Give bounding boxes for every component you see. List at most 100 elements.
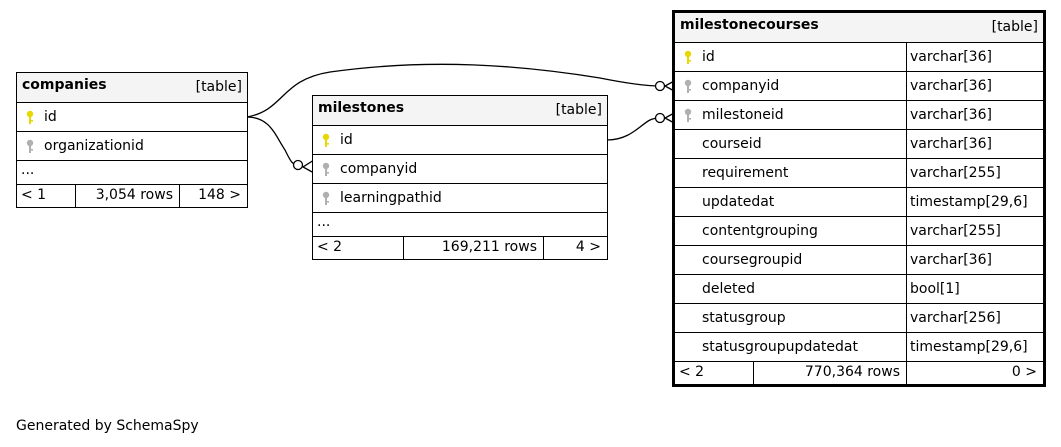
column-row[interactable]: updatedat timestamp[29,6] xyxy=(675,188,1043,217)
column-name: companyid xyxy=(340,161,418,177)
column-type-cell: varchar[36] xyxy=(906,101,1043,129)
column-name: companyid xyxy=(702,78,780,94)
column-name: coursegroupid xyxy=(702,252,803,268)
parents-count[interactable]: < 2 xyxy=(317,239,343,255)
column-name-cell: coursegroupid xyxy=(675,246,906,274)
column-row[interactable]: id xyxy=(17,103,247,132)
column-name-cell: updatedat xyxy=(675,188,906,216)
column-row[interactable]: contentgrouping varchar[255] xyxy=(675,217,1043,246)
column-type: bool[1] xyxy=(910,281,960,297)
table-kind: [table] xyxy=(555,102,602,118)
table-name[interactable]: milestones xyxy=(318,100,405,116)
column-name-cell: companyid xyxy=(675,72,906,100)
column-name-cell: organizationid xyxy=(17,132,247,160)
row-count-cell: 169,211 rows xyxy=(403,237,543,259)
table-header: companies [table] xyxy=(17,73,247,103)
column-name-cell: requirement xyxy=(675,159,906,187)
primary-key-icon xyxy=(684,50,692,64)
column-name: id xyxy=(340,132,353,148)
table-header: milestonecourses [table] xyxy=(675,13,1043,43)
row-count: 770,364 rows xyxy=(804,364,900,380)
foreign-key-icon xyxy=(684,108,692,122)
column-row[interactable]: coursegroupid varchar[36] xyxy=(675,246,1043,275)
column-type-cell: varchar[36] xyxy=(906,43,1043,71)
column-row[interactable]: requirement varchar[255] xyxy=(675,159,1043,188)
zero-cardinality-marker xyxy=(654,112,666,124)
column-row[interactable]: milestoneid varchar[36] xyxy=(675,101,1043,130)
column-name-cell: statusgroup xyxy=(675,304,906,332)
children-count[interactable]: 4 > xyxy=(575,239,601,255)
column-type-cell: varchar[36] xyxy=(906,246,1043,274)
link-milestones-milestonecourses xyxy=(606,117,661,141)
foreign-key-icon xyxy=(322,191,330,205)
table-kind: [table] xyxy=(991,19,1038,35)
column-type-cell: varchar[255] xyxy=(906,217,1043,245)
column-row[interactable]: courseid varchar[36] xyxy=(675,130,1043,159)
column-type: varchar[256] xyxy=(910,310,1001,326)
column-type: timestamp[29,6] xyxy=(910,194,1028,210)
column-name: statusgroupupdatedat xyxy=(702,339,858,355)
column-row[interactable]: id varchar[36] xyxy=(675,43,1043,72)
column-name: milestoneid xyxy=(702,107,784,123)
column-row[interactable]: statusgroupupdatedat timestamp[29,6] xyxy=(675,333,1043,362)
zero-cardinality-marker xyxy=(654,80,666,92)
row-count-cell: 3,054 rows xyxy=(75,185,179,207)
column-name: courseid xyxy=(702,136,762,152)
row-count: 169,211 rows xyxy=(441,239,537,255)
parents-count-cell[interactable]: < 1 xyxy=(17,185,75,207)
column-row[interactable]: organizationid xyxy=(17,132,247,161)
column-type-cell: varchar[36] xyxy=(906,72,1043,100)
table-name[interactable]: milestonecourses xyxy=(680,17,819,33)
column-type: varchar[36] xyxy=(910,107,992,123)
column-name-cell: id xyxy=(675,43,906,71)
column-name-cell: contentgrouping xyxy=(675,217,906,245)
column-type-cell: varchar[36] xyxy=(906,130,1043,158)
table-name[interactable]: companies xyxy=(22,77,107,93)
zero-cardinality-marker xyxy=(292,159,304,171)
column-row[interactable]: companyid xyxy=(313,155,607,184)
parents-count[interactable]: < 2 xyxy=(679,364,705,380)
table-milestones[interactable]: milestones [table] id companyid learning… xyxy=(312,95,608,260)
foreign-key-icon xyxy=(684,79,692,93)
column-name-cell: deleted xyxy=(675,275,906,303)
children-count-cell[interactable]: 0 > xyxy=(906,362,1043,384)
column-name-cell: learningpathid xyxy=(313,184,607,212)
table-header: milestones [table] xyxy=(313,96,607,126)
column-type-cell: varchar[255] xyxy=(906,159,1043,187)
parents-count-cell[interactable]: < 2 xyxy=(675,362,753,384)
column-row[interactable]: companyid varchar[36] xyxy=(675,72,1043,101)
primary-key-icon xyxy=(26,110,34,124)
column-row[interactable]: id xyxy=(313,126,607,155)
column-name: learningpathid xyxy=(340,190,442,206)
table-footer: < 2 169,211 rows 4 > xyxy=(313,237,607,259)
column-row[interactable]: statusgroup varchar[256] xyxy=(675,304,1043,333)
column-type-cell: timestamp[29,6] xyxy=(906,188,1043,216)
column-name-cell: companyid xyxy=(313,155,607,183)
column-name-cell: milestoneid xyxy=(675,101,906,129)
column-type: varchar[36] xyxy=(910,49,992,65)
foreign-key-icon xyxy=(322,162,330,176)
column-name: deleted xyxy=(702,281,755,297)
column-type: varchar[36] xyxy=(910,78,992,94)
column-type: varchar[36] xyxy=(910,136,992,152)
column-type: varchar[36] xyxy=(910,252,992,268)
primary-key-icon xyxy=(322,133,330,147)
column-type: varchar[255] xyxy=(910,223,1001,239)
children-count-cell[interactable]: 148 > xyxy=(179,185,247,207)
crow-foot-marker xyxy=(301,159,315,174)
column-type-cell: bool[1] xyxy=(906,275,1043,303)
column-type-cell: varchar[256] xyxy=(906,304,1043,332)
children-count-cell[interactable]: 4 > xyxy=(543,237,607,259)
table-companies[interactable]: companies [table] id organizationid ... … xyxy=(16,72,248,208)
column-name: requirement xyxy=(702,165,789,181)
table-milestonecourses[interactable]: milestonecourses [table] id varchar[36] … xyxy=(672,10,1046,387)
column-name: id xyxy=(44,109,57,125)
column-row[interactable]: deleted bool[1] xyxy=(675,275,1043,304)
children-count[interactable]: 148 > xyxy=(198,187,241,203)
children-count[interactable]: 0 > xyxy=(1011,364,1037,380)
parents-count[interactable]: < 1 xyxy=(21,187,47,203)
column-type-cell: timestamp[29,6] xyxy=(906,333,1043,361)
column-row[interactable]: learningpathid xyxy=(313,184,607,213)
column-name: statusgroup xyxy=(702,310,786,326)
parents-count-cell[interactable]: < 2 xyxy=(313,237,403,259)
